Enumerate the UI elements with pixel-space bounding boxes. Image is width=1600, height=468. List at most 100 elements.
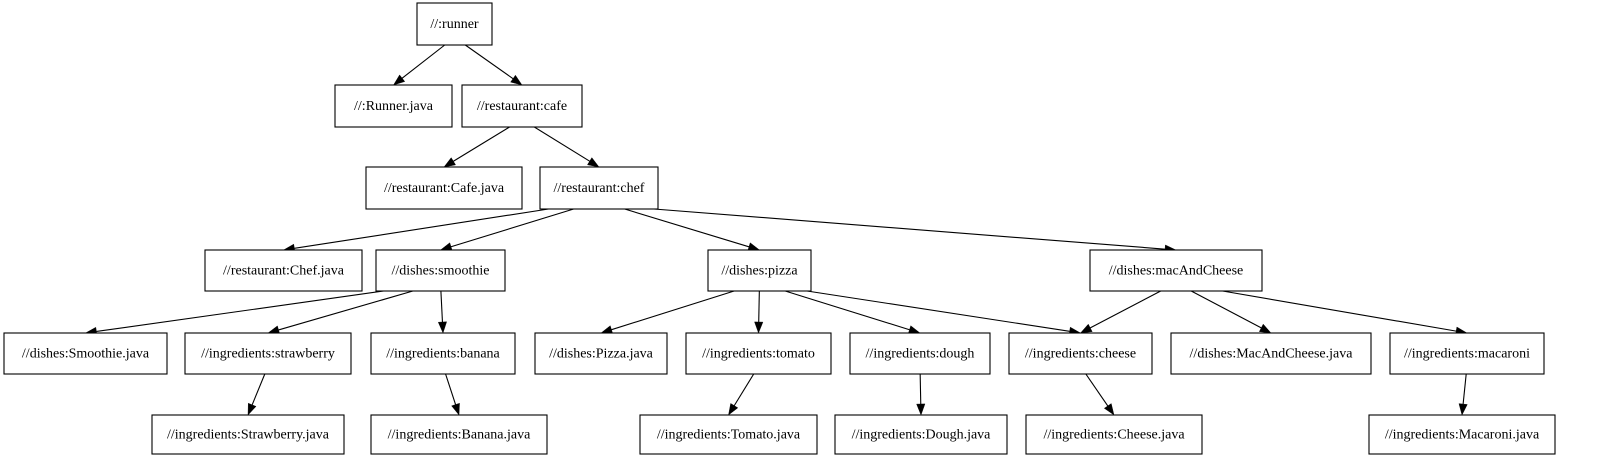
node-label: //ingredients:dough	[866, 347, 975, 362]
graph-edge	[453, 126, 510, 162]
node-rect[interactable]	[204, 249, 363, 292]
graph-edge-arrowhead	[916, 403, 926, 416]
graph-edge-arrowhead	[247, 402, 257, 416]
graph-edge	[1089, 290, 1161, 329]
graph-node-restaurant_chef[interactable]: //restaurant:chef	[539, 166, 659, 210]
node-label: //ingredients:macaroni	[1404, 347, 1530, 362]
graph-edge	[251, 373, 266, 406]
graph-edge	[653, 208, 1166, 250]
node-rect[interactable]	[534, 332, 668, 375]
graph-edge-arrowhead	[754, 321, 764, 334]
node-label: //ingredients:strawberry	[201, 347, 335, 362]
graph-node-dishes_pizza[interactable]: //dishes:pizza	[707, 249, 812, 292]
graph-node-banana_java[interactable]: //ingredients:Banana.java	[370, 414, 548, 455]
graph-edge-arrowhead	[510, 74, 523, 86]
nodes-layer: //:runner //:Runner.java //restaurant:cafe…	[3, 2, 1556, 455]
graph-edge	[1462, 373, 1467, 405]
graph-edge	[445, 373, 457, 405]
graph-node-tomato_java[interactable]: //ingredients:Tomato.java	[639, 414, 818, 455]
node-label: //dishes:Smoothie.java	[22, 347, 150, 362]
graph-edge-arrowhead	[443, 157, 456, 168]
node-rect[interactable]	[707, 249, 812, 292]
graph-edge	[1085, 373, 1109, 407]
node-rect[interactable]	[685, 332, 832, 375]
graph-edge	[611, 290, 735, 331]
node-rect[interactable]	[834, 414, 1008, 455]
graph-edge	[806, 290, 1070, 332]
node-rect[interactable]	[365, 166, 523, 210]
graph-edge	[450, 208, 574, 248]
node-label: //dishes:smoothie	[392, 264, 490, 279]
node-rect[interactable]	[539, 166, 659, 210]
graph-node-smoothie_java[interactable]: //dishes:Smoothie.java	[3, 332, 168, 375]
graph-edge	[96, 290, 384, 333]
node-label: //restaurant:Cafe.java	[384, 181, 505, 196]
node-label: //ingredients:cheese	[1025, 347, 1136, 362]
graph-node-ing_dough[interactable]: //ingredients:dough	[849, 332, 991, 375]
graph-edge-arrowhead	[393, 74, 406, 86]
node-rect[interactable]	[461, 84, 583, 128]
graph-node-dishes_smoothie[interactable]: //dishes:smoothie	[375, 249, 506, 292]
node-rect[interactable]	[1170, 332, 1372, 375]
graph-node-cafe_java[interactable]: //restaurant:Cafe.java	[365, 166, 523, 210]
graph-node-macandcheese_java[interactable]: //dishes:MacAndCheese.java	[1170, 332, 1372, 375]
node-rect[interactable]	[3, 332, 168, 375]
node-label: //restaurant:chef	[554, 181, 645, 196]
node-label: //ingredients:Tomato.java	[657, 428, 801, 443]
node-rect[interactable]	[849, 332, 991, 375]
node-rect[interactable]	[416, 2, 493, 46]
graph-node-ing_tomato[interactable]: //ingredients:tomato	[685, 332, 832, 375]
graph-edge	[278, 290, 414, 331]
node-label: //restaurant:cafe	[477, 99, 567, 114]
graph-node-strawberry_java[interactable]: //ingredients:Strawberry.java	[151, 414, 345, 455]
graph-edge-arrowhead	[437, 321, 447, 334]
node-rect[interactable]	[1008, 332, 1153, 375]
graph-node-chef_java[interactable]: //restaurant:Chef.java	[204, 249, 363, 292]
node-label: //:Runner.java	[354, 99, 434, 114]
node-rect[interactable]	[184, 332, 352, 375]
graph-node-dough_java[interactable]: //ingredients:Dough.java	[834, 414, 1008, 455]
graph-node-ing_banana[interactable]: //ingredients:banana	[370, 332, 516, 375]
graph-edge-arrowhead	[1258, 323, 1272, 334]
graph-edge-arrowhead	[451, 402, 460, 416]
graph-node-ing_strawberry[interactable]: //ingredients:strawberry	[184, 332, 352, 375]
graph-node-ing_macaroni[interactable]: //ingredients:macaroni	[1389, 332, 1545, 375]
graph-edge-arrowhead	[728, 403, 739, 416]
graph-node-runner[interactable]: //:runner	[416, 2, 493, 46]
node-rect[interactable]	[1368, 414, 1556, 455]
graph-edge	[758, 290, 760, 323]
graph-edge	[440, 290, 443, 323]
node-label: //ingredients:Strawberry.java	[167, 428, 330, 443]
node-label: //dishes:pizza	[721, 264, 798, 279]
graph-node-pizza_java[interactable]: //dishes:Pizza.java	[534, 332, 668, 375]
graph-node-dishes_macandchs[interactable]: //dishes:macAndCheese	[1089, 249, 1263, 292]
graph-node-cheese_java[interactable]: //ingredients:Cheese.java	[1025, 414, 1203, 455]
node-label: //dishes:MacAndCheese.java	[1190, 347, 1354, 362]
node-label: //:runner	[430, 17, 479, 32]
graph-node-macaroni_java[interactable]: //ingredients:Macaroni.java	[1368, 414, 1556, 455]
node-label: //dishes:Pizza.java	[549, 347, 654, 362]
graph-node-runner_java[interactable]: //:Runner.java	[334, 84, 453, 128]
graph-edge-arrowhead	[1458, 403, 1468, 416]
node-rect[interactable]	[639, 414, 818, 455]
node-label: //restaurant:Chef.java	[223, 264, 345, 279]
graph-node-restaurant_cafe[interactable]: //restaurant:cafe	[461, 84, 583, 128]
node-rect[interactable]	[370, 332, 516, 375]
graph-edge	[1222, 290, 1457, 332]
graph-node-ing_cheese[interactable]: //ingredients:cheese	[1008, 332, 1153, 375]
node-rect[interactable]	[1389, 332, 1545, 375]
graph-edge	[464, 44, 514, 80]
node-rect[interactable]	[1025, 414, 1203, 455]
graph-edge	[401, 44, 446, 79]
node-label: //ingredients:Dough.java	[852, 428, 992, 443]
node-rect[interactable]	[375, 249, 506, 292]
node-rect[interactable]	[151, 414, 345, 455]
node-rect[interactable]	[370, 414, 548, 455]
node-label: //dishes:macAndCheese	[1109, 264, 1244, 279]
node-label: //ingredients:Banana.java	[388, 428, 531, 443]
node-rect[interactable]	[1089, 249, 1263, 292]
graph-edge-arrowhead	[1080, 323, 1093, 334]
node-rect[interactable]	[334, 84, 453, 128]
